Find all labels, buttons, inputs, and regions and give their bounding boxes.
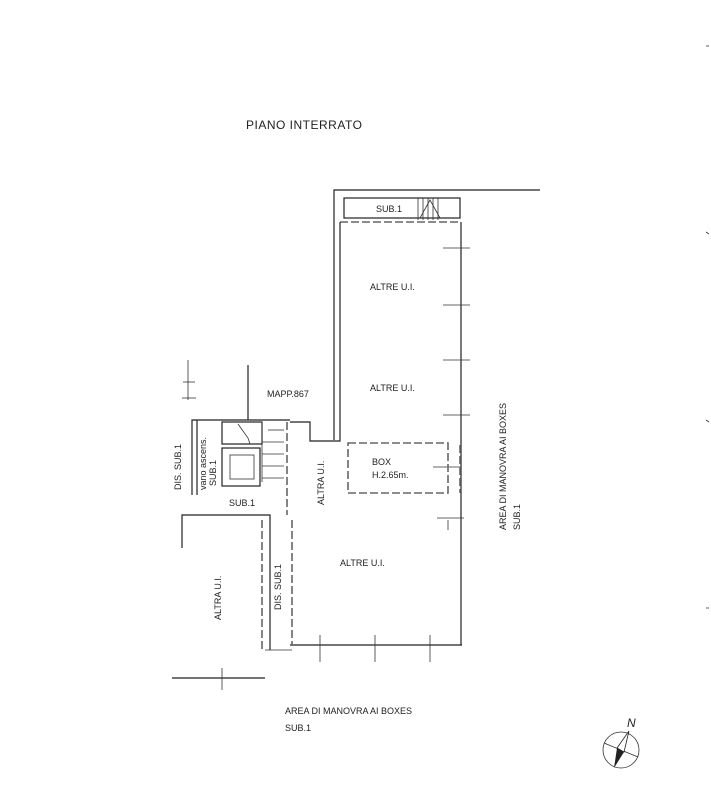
label-sub1-landing: SUB.1 [229,498,255,508]
label-altre-ui-3: ALTRE U.I. [340,558,385,568]
label-altra-ui-center: ALTRA U.I. [316,461,326,505]
top-strip [333,189,540,440]
label-area-manovra-bottom-sub: SUB.1 [285,723,311,733]
north-label: N [627,716,636,730]
label-vano-ascens: vano ascens. [198,437,208,490]
label-area-manovra-right: AREA DI MANOVRA AI BOXES [498,403,508,530]
label-area-manovra-bottom: AREA DI MANOVRA AI BOXES [285,706,412,716]
label-altre-ui-2: ALTRE U.I. [370,383,415,393]
margin-marks [705,45,710,609]
label-altre-ui-1: ALTRE U.I. [370,282,415,292]
main-block-walls [290,222,470,662]
label-dis-sub1-left: DIS. SUB.1 [173,444,183,490]
label-altra-ui-left: ALTRA U.I. [213,576,223,620]
left-unit [172,514,293,690]
label-box-height: H.2.65m. [372,470,409,480]
label-area-manovra-right-sub: SUB.1 [512,504,522,530]
box-unit [347,442,461,494]
label-vano-sub1: SUB.1 [208,460,218,486]
label-dis-sub1-corridor: DIS. SUB.1 [273,564,283,610]
north-arrow-icon: N [602,716,640,769]
stair-core [182,360,290,515]
plan-title: PIANO INTERRATO [246,118,362,132]
label-box: BOX [372,457,391,467]
label-mapp: MAPP.867 [267,389,309,399]
label-sub1-top: SUB.1 [376,204,402,214]
